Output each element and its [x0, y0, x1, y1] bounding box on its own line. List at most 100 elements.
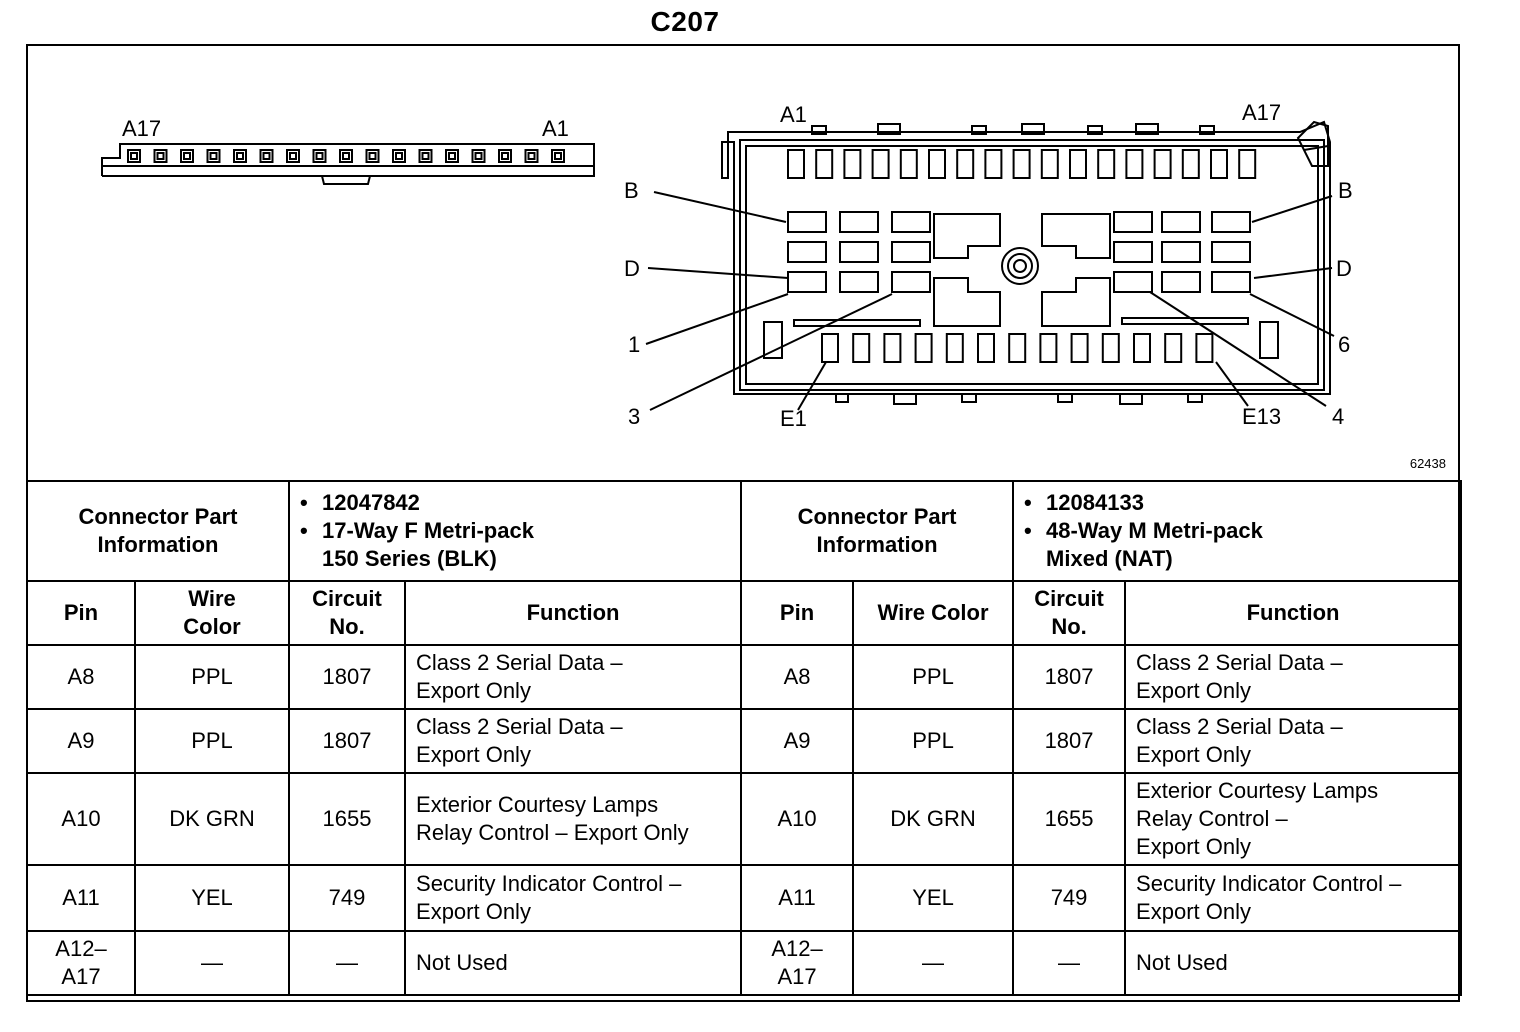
pin-cavity-row-e	[883, 333, 902, 363]
left-pin-contact	[342, 152, 350, 160]
function-cell: Security Indicator Control –Export Only	[1124, 864, 1463, 932]
left-connector-pins	[127, 149, 565, 163]
pin-cell: A10	[26, 772, 136, 866]
label-right-4: 4	[1332, 404, 1344, 429]
label-left-d: D	[624, 256, 640, 281]
wire-color-cell: YEL	[133, 864, 291, 932]
left-pin-contact	[289, 152, 297, 160]
left-pin-contact	[395, 152, 403, 160]
pin-cavity-block	[891, 241, 931, 263]
right-connector-body	[721, 120, 1331, 405]
col-circuit-right-line1: Circuit	[1034, 586, 1104, 611]
pin-cavity-row-e	[1164, 333, 1183, 363]
left-pin-label-a1: A1	[542, 116, 569, 141]
left-pin-cavity	[206, 149, 221, 163]
pin-cavity-row-e	[1039, 333, 1058, 363]
function-line: Exterior Courtesy Lamps	[416, 792, 659, 817]
left-pin-label-a17: A17	[122, 116, 161, 141]
left-pin-cavity	[286, 149, 300, 163]
col-wire-left-line1: Wire	[188, 586, 236, 611]
pin-cell: A10	[740, 772, 855, 866]
left-pin-contact	[130, 152, 138, 160]
pin-cavity-row-e	[852, 333, 871, 363]
pin-cavity-block	[839, 241, 879, 263]
left-pin-contact	[156, 152, 165, 160]
pin-cavity-row-e	[1101, 333, 1120, 363]
left-pin-cavity	[312, 149, 327, 163]
pin-cavity-row-e	[1133, 333, 1151, 363]
left-pin-cavity	[551, 149, 565, 163]
circuit-cell: 1807	[288, 644, 407, 710]
pin-cavity-row-a	[1012, 149, 1031, 179]
circuit-cell: 1655	[288, 772, 407, 866]
label-bottom-e13: E13	[1242, 404, 1281, 429]
function-line: Export Only	[1136, 899, 1251, 924]
pin-cell: A9	[740, 708, 855, 774]
pin-cavity-block	[839, 271, 879, 293]
pin-cavity-block	[787, 241, 827, 263]
pin-cell: A9	[26, 708, 136, 774]
pin-cavity-block	[1161, 241, 1201, 263]
pin-cavity-row-e	[945, 333, 964, 363]
circuit-cell: 1655	[1012, 772, 1127, 866]
left-pin-contact	[236, 152, 244, 160]
label-top-a1: A1	[780, 102, 807, 127]
left-pin-contact	[209, 152, 218, 160]
pin-cell: A12–A17	[26, 930, 136, 996]
label-top-a17: A17	[1242, 100, 1281, 125]
function-line: Export Only	[1136, 678, 1251, 703]
wire-color-cell: YEL	[852, 864, 1015, 932]
pin-cell: A8	[740, 644, 855, 710]
function-cell: Class 2 Serial Data –Export Only	[1124, 708, 1463, 774]
left-pin-cavity	[259, 149, 274, 163]
left-pin-cavity	[392, 149, 406, 163]
pin-cavity-block	[891, 271, 931, 293]
function-line: Export Only	[416, 899, 531, 924]
col-circuit-right-line2: No.	[1051, 614, 1087, 639]
circuit-cell: 1807	[1012, 644, 1127, 710]
label-bottom-e1: E1	[780, 406, 807, 431]
left-pin-cavity	[471, 149, 486, 163]
function-cell: Class 2 Serial Data –Export Only	[1124, 644, 1463, 710]
pin-line: A17	[777, 964, 817, 989]
right-info-label-line1: Connector Part	[797, 504, 957, 529]
pin-cavity-block	[839, 211, 879, 233]
left-part-number: 12047842	[300, 489, 730, 517]
pin-cavity-row-a	[1125, 149, 1144, 179]
pin-cavity-block	[1211, 241, 1251, 263]
function-line: Export Only	[1136, 834, 1251, 859]
function-cell: Class 2 Serial Data –Export Only	[404, 708, 743, 774]
col-pin-right: Pin	[740, 580, 855, 646]
left-desc-line1: 17-Way F Metri-pack	[300, 517, 730, 545]
right-desc-line2: Mixed (NAT)	[1046, 546, 1173, 571]
wire-color-cell: —	[852, 930, 1015, 996]
pin-cavity-row-e	[914, 333, 933, 363]
wire-color-cell: PPL	[133, 708, 291, 774]
left-pin-cavity	[498, 149, 512, 163]
pin-cavity-block	[1161, 271, 1201, 293]
pin-cell: A11	[26, 864, 136, 932]
right-connector-pins	[787, 149, 1257, 363]
col-wire-right: Wire Color	[852, 580, 1015, 646]
col-function-left: Function	[404, 580, 743, 646]
label-right-6: 6	[1338, 332, 1350, 357]
pin-cavity-block	[891, 211, 931, 233]
connector-info-row: Connector Part Information 12047842 17-W…	[25, 480, 1463, 582]
left-pin-contact	[368, 152, 377, 160]
left-pin-contact	[448, 152, 456, 160]
col-function-right: Function	[1124, 580, 1463, 646]
pin-cavity-row-a	[871, 149, 890, 179]
left-pin-cavity	[339, 149, 353, 163]
pin-cavity-row-a	[1153, 149, 1172, 179]
left-pin-cavity	[365, 149, 380, 163]
left-pin-cavity	[445, 149, 459, 163]
pin-cavity-block	[787, 211, 827, 233]
